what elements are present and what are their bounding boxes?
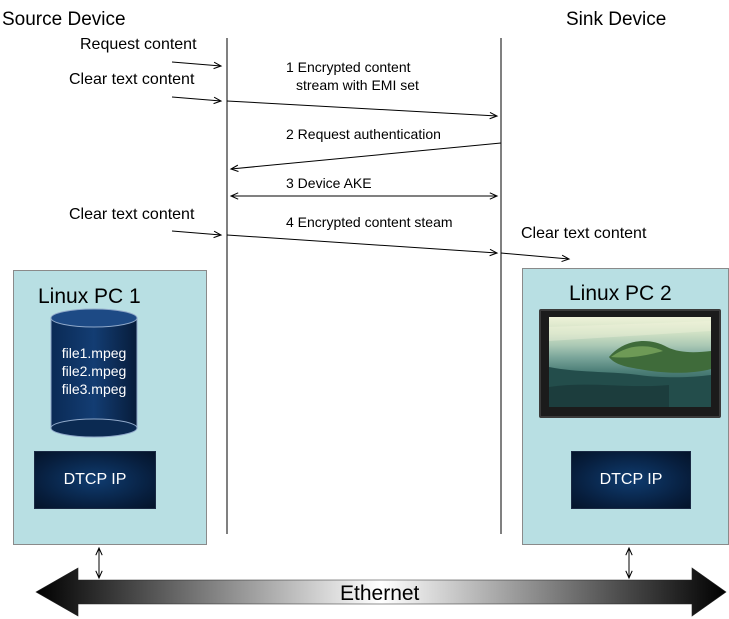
message-1-line-2: stream with EMI set <box>296 77 419 93</box>
clear-text-label-out: Clear text content <box>521 225 647 242</box>
display-monitor <box>539 309 721 418</box>
request-content-label: Request content <box>80 36 197 53</box>
message-4-arrow <box>226 234 499 257</box>
pc2-dtcp-ip-module: DTCP IP <box>571 451 691 509</box>
landscape-image <box>549 317 711 407</box>
message-2-label: 2 Request authentication <box>286 126 441 142</box>
message-2-arrow <box>229 142 502 172</box>
sink-device-title: Sink Device <box>566 9 667 30</box>
message-1-arrow <box>226 100 499 120</box>
linux-pc-2-title: Linux PC 2 <box>569 282 672 305</box>
request-content-arrow <box>171 61 223 70</box>
file-item: file3.mpeg <box>61 381 127 397</box>
ethernet-bar <box>35 567 727 617</box>
source-device-title: Source Device <box>2 9 126 30</box>
file-list: file1.mpeg file2.mpeg file3.mpeg <box>50 344 138 398</box>
pc1-dtcp-ip-module: DTCP IP <box>34 451 156 509</box>
landscape-graphic <box>549 321 711 407</box>
clear-text-arrow-2 <box>171 230 223 239</box>
clear-text-out-arrow <box>500 252 571 263</box>
linux-pc-1-title: Linux PC 1 <box>38 285 141 308</box>
file-item: file1.mpeg <box>61 345 127 361</box>
message-4-label: 4 Encrypted content steam <box>286 214 453 230</box>
clear-text-arrow-1 <box>171 96 223 105</box>
clear-text-label-1: Clear text content <box>69 71 195 88</box>
clear-text-label-2: Clear text content <box>69 206 195 223</box>
message-3-label: 3 Device AKE <box>286 175 372 191</box>
file-item: file2.mpeg <box>61 363 127 379</box>
message-1-line-1: 1 Encrypted content <box>286 59 411 75</box>
ethernet-label: Ethernet <box>340 582 420 605</box>
